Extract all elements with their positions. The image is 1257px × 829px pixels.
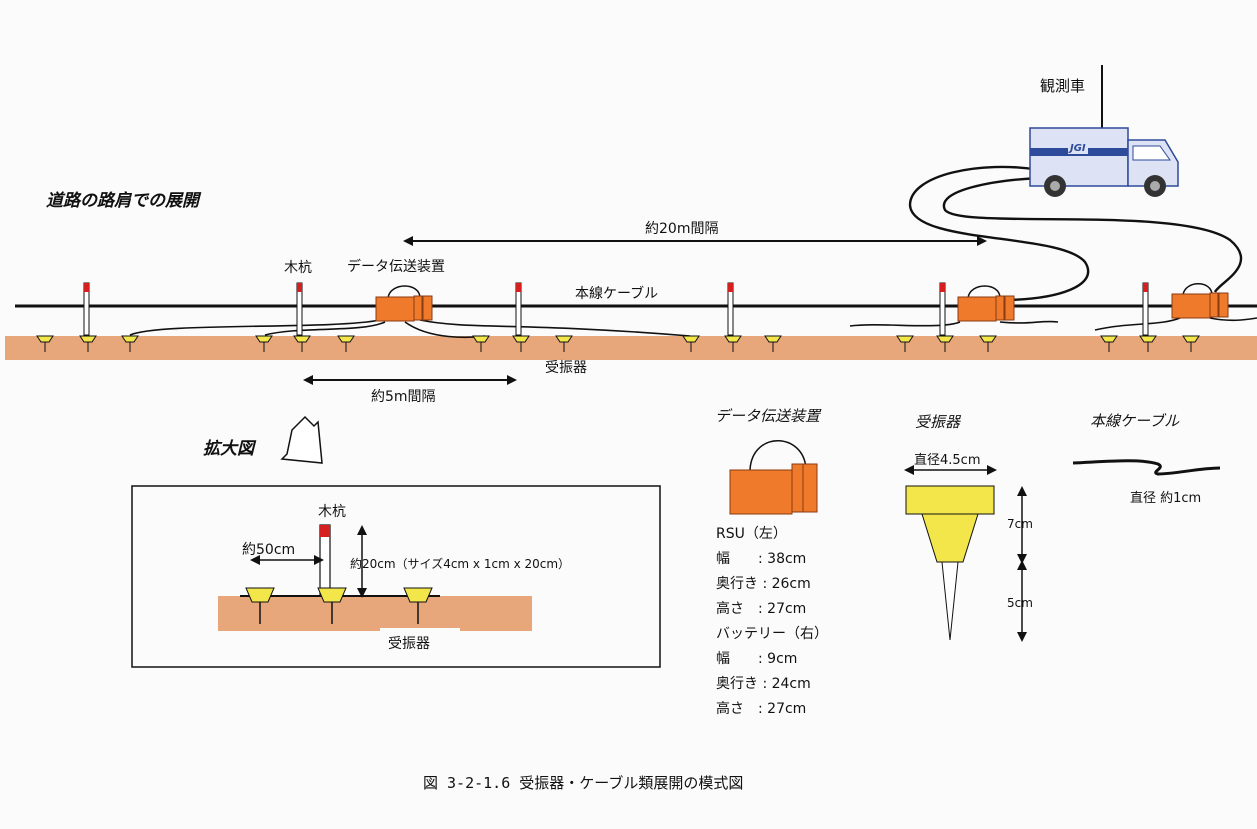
wooden-stake (515, 282, 522, 336)
spec-line: 高さ : 27cm (716, 701, 807, 717)
wooden-stake (727, 282, 734, 336)
wooden-stakes (83, 282, 1149, 336)
detail-geophone (317, 587, 347, 624)
geophone-marker (293, 335, 311, 352)
detail-height-note: 約20cm（サイズ4cm x 1cm x 20cm） (350, 557, 571, 571)
geophone-marker (472, 335, 490, 352)
truck-logo: JGI (1068, 143, 1088, 154)
geophone-diameter-label: 直径4.5cm (914, 453, 981, 468)
enlarged-view-title: 拡大図 (203, 439, 254, 459)
spec-line: 幅 : 9cm (716, 651, 798, 667)
geophone-marker (896, 335, 914, 352)
spec-line: 幅 : 38cm (716, 551, 807, 567)
data-transmitter-unit (375, 285, 433, 322)
wooden-stake (296, 282, 303, 336)
figure-caption: 図 3-2-1.6 受振器・ケーブル類展開の模式図 (423, 774, 744, 792)
data-transmitter-label: データ伝送装置 (347, 259, 445, 275)
legend-cable-title: 本線ケーブル (1090, 412, 1180, 430)
main-cable-label: 本線ケーブル (575, 286, 659, 302)
detail-geophone-label: 受振器 (388, 636, 430, 652)
wooden-stake-label: 木杭 (284, 260, 312, 276)
enlarged-view-box (131, 485, 661, 668)
geophones (36, 335, 1200, 352)
enlarge-arrow-icon (280, 415, 323, 464)
geophone-marker (36, 335, 54, 352)
geophone-marker (764, 335, 782, 352)
geophone-marker (121, 335, 139, 352)
detail-geophones (245, 587, 433, 624)
cable-diameter-label: 直径 約1cm (1130, 491, 1202, 506)
wooden-stake (1142, 282, 1149, 336)
geophone-marker (555, 335, 573, 352)
geophone-marker (1139, 335, 1157, 352)
spec-line: RSU（左） (716, 526, 787, 542)
spec-line: バッテリー（右） (716, 626, 828, 642)
geophone-marker (512, 335, 530, 352)
legend-cable (1072, 459, 1221, 476)
observation-vehicle-label: 観測車 (1040, 77, 1086, 95)
geophone-upper-length: 7cm (1007, 517, 1033, 531)
detail-spacing-label: 約50cm (242, 542, 296, 558)
data-transmitter-unit (957, 285, 1015, 322)
spacing-20m-label: 約20m間隔 (645, 221, 719, 237)
legend-geophone-title: 受振器 (915, 413, 961, 431)
geophone-cables (129, 317, 1257, 339)
wooden-stake (83, 282, 90, 336)
geophone-marker (724, 335, 742, 352)
geophone-marker (682, 335, 700, 352)
geophone-marker (979, 335, 997, 352)
truck-cables (908, 165, 1243, 302)
geophone-marker (255, 335, 273, 352)
geophone-marker (1182, 335, 1200, 352)
detail-geophone (245, 587, 275, 624)
geophone-marker (936, 335, 954, 352)
legend-geophone (904, 465, 1027, 642)
spec-line: 高さ : 27cm (716, 601, 807, 617)
geophone-marker (1100, 335, 1118, 352)
detail-geophone (403, 587, 433, 624)
ground-strip (5, 336, 1257, 360)
road-shoulder-title: 道路の路肩での展開 (46, 191, 199, 211)
detail-ground (218, 596, 532, 631)
wooden-stake (939, 282, 946, 336)
legend-transmitter-title: データ伝送装置 (715, 407, 821, 425)
data-transmitter-unit (1171, 283, 1229, 319)
detail-stake-label: 木杭 (318, 504, 346, 520)
geophone-marker (79, 335, 97, 352)
spec-line: 奥行き : 26cm (716, 576, 811, 592)
geophone-lower-length: 5cm (1007, 596, 1033, 610)
spacing-5m-label: 約5m間隔 (371, 389, 436, 405)
legend-transmitter (729, 440, 818, 515)
spec-line: 奥行き : 24cm (716, 676, 811, 692)
geophone-label: 受振器 (545, 360, 587, 376)
geophone-marker (337, 335, 355, 352)
